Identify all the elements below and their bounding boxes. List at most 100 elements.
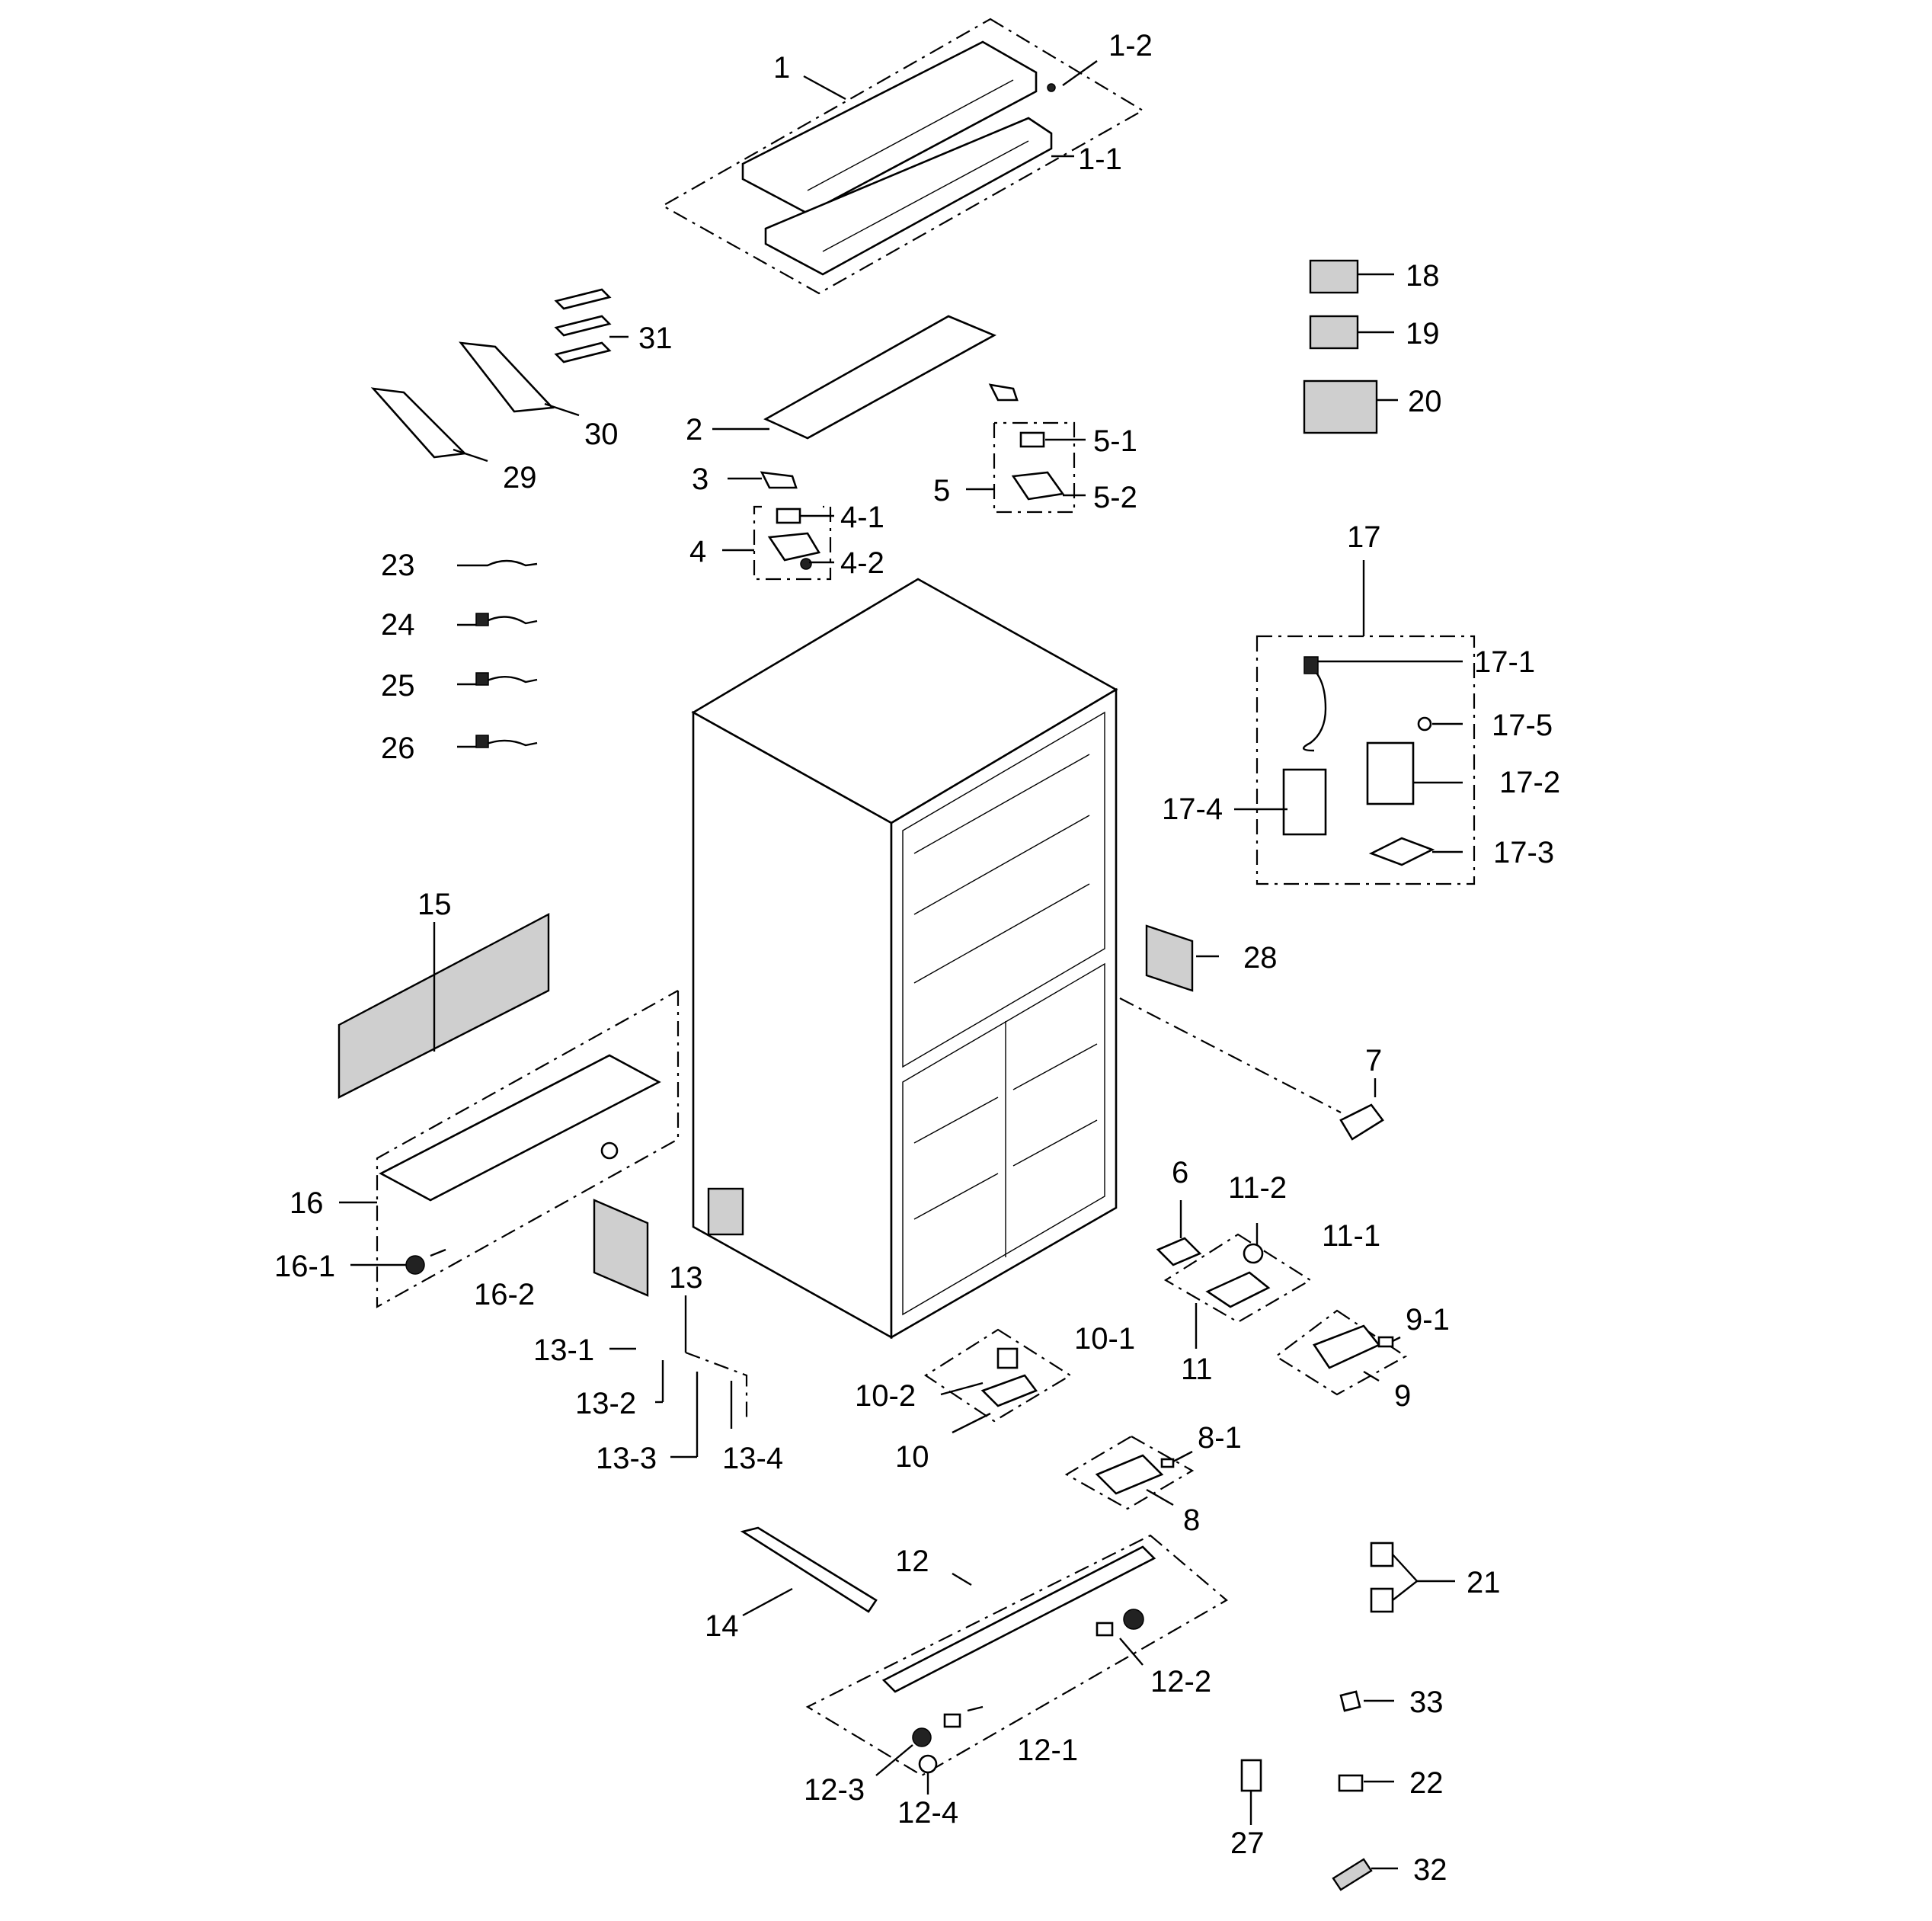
side-vent — [707, 1187, 744, 1236]
part-5-1 — [1019, 431, 1045, 448]
part-8-1 — [1160, 1458, 1175, 1468]
vent-grille — [593, 1199, 649, 1297]
group-outline-9 — [1275, 1309, 1408, 1396]
label-13: 13 — [669, 1261, 703, 1295]
shelf-1 — [913, 754, 1090, 854]
part-24-connector — [475, 613, 489, 626]
part-12-3-foot — [912, 1727, 932, 1747]
label-13-1: 13-1 — [533, 1333, 594, 1367]
label-17-1: 17-1 — [1474, 645, 1535, 679]
group-outline-12 — [805, 1534, 1228, 1777]
part-8-hinge — [1095, 1454, 1164, 1495]
part-31-spacers — [554, 288, 612, 363]
drawer-rail-1 — [913, 1097, 999, 1144]
label-3: 3 — [692, 463, 709, 496]
part-10-1 — [996, 1347, 1019, 1369]
label-28: 28 — [1243, 941, 1278, 975]
leader-10-2 — [940, 1382, 984, 1396]
label-18: 18 — [1406, 259, 1440, 293]
label-19: 19 — [1406, 317, 1440, 351]
label-6: 6 — [1172, 1156, 1188, 1189]
part-11-bracket — [1205, 1271, 1271, 1308]
part-9-hinge — [1313, 1324, 1381, 1369]
label-8: 8 — [1183, 1503, 1200, 1537]
label-5: 5 — [933, 474, 950, 507]
part-19-pcb — [1309, 315, 1359, 350]
label-1: 1 — [773, 51, 790, 85]
part-4-1 — [776, 507, 801, 524]
label-12-3: 12-3 — [804, 1773, 865, 1807]
group-outline-5 — [993, 421, 1076, 514]
label-24: 24 — [381, 608, 415, 642]
part-17-1-cable — [1303, 666, 1327, 752]
part-4-2 — [767, 532, 821, 562]
part-15-panel — [337, 913, 550, 1099]
drawer-rail-4 — [1012, 1119, 1098, 1167]
leader-1 — [803, 75, 846, 101]
part-16-base-plate — [379, 1054, 661, 1202]
label-13-3: 13-3 — [596, 1442, 657, 1475]
label-4-1: 4-1 — [840, 501, 884, 534]
part-12-2-roller — [1096, 1622, 1114, 1637]
label-11-2: 11-2 — [1228, 1171, 1287, 1205]
label-26: 26 — [381, 732, 415, 765]
part-6-hinge — [1156, 1237, 1202, 1266]
group-outline-17 — [1255, 635, 1476, 885]
part-17-1-plug — [1303, 656, 1319, 674]
leader-9-1 — [1392, 1336, 1401, 1343]
group-outline-1 — [661, 18, 1145, 295]
drawer-rail-3 — [1012, 1043, 1098, 1090]
label-22: 22 — [1409, 1766, 1444, 1800]
part-16-2-screw — [430, 1248, 446, 1257]
part-14-rail — [740, 1526, 878, 1613]
label-9: 9 — [1394, 1379, 1411, 1413]
clip-1-2 — [1047, 83, 1056, 92]
label-20: 20 — [1408, 385, 1442, 418]
label-7: 7 — [1365, 1044, 1382, 1077]
label-1-2: 1-2 — [1108, 29, 1153, 62]
part-12-4-washer — [918, 1754, 938, 1774]
part-21-bracket-bottom — [1370, 1587, 1394, 1613]
label-10-1: 10-1 — [1074, 1322, 1135, 1356]
label-32: 32 — [1413, 1853, 1447, 1887]
label-16: 16 — [289, 1186, 324, 1220]
part-21-bracket-top — [1370, 1542, 1394, 1567]
label-5-2: 5-2 — [1093, 481, 1137, 514]
top-cover-lower — [764, 117, 1053, 276]
leader-14 — [742, 1587, 793, 1617]
part-16-foot — [600, 1141, 619, 1160]
freezer-compartment — [902, 962, 1105, 1316]
label-11-1: 11-1 — [1322, 1219, 1380, 1253]
label-31: 31 — [638, 322, 673, 355]
hinge-pin-top — [988, 383, 1019, 402]
label-17-3: 17-3 — [1493, 836, 1554, 869]
leader-1-2 — [1062, 60, 1098, 86]
part-12-2-foot — [1123, 1609, 1144, 1630]
part-29-handle — [370, 387, 467, 459]
label-16-1: 16-1 — [274, 1250, 335, 1283]
part-11-2 — [1243, 1243, 1264, 1264]
label-21: 21 — [1467, 1566, 1501, 1599]
part-3-bracket — [760, 471, 798, 489]
label-12-2: 12-2 — [1150, 1665, 1211, 1698]
part-28-grille — [1145, 924, 1194, 992]
part-12-base-rail — [881, 1545, 1156, 1693]
leader-30 — [544, 402, 580, 417]
leader-21-brace — [1392, 1554, 1419, 1601]
shelf-2 — [913, 815, 1090, 915]
label-30: 30 — [584, 418, 619, 451]
label-16-2: 16-2 — [474, 1278, 535, 1311]
part-17-2 — [1366, 741, 1415, 805]
part-26-harness — [457, 739, 538, 748]
group-outline-8 — [1064, 1435, 1195, 1510]
part-25-connector — [475, 672, 489, 686]
label-13-2: 13-2 — [575, 1387, 636, 1420]
label-17-5: 17-5 — [1492, 709, 1553, 742]
label-12-1: 12-1 — [1017, 1734, 1078, 1767]
part-30-handle — [459, 341, 555, 413]
cabinet-body — [691, 578, 1118, 1340]
cover-rib-2 — [822, 140, 1029, 252]
label-9-1: 9-1 — [1406, 1303, 1450, 1337]
leader-10 — [952, 1412, 991, 1434]
